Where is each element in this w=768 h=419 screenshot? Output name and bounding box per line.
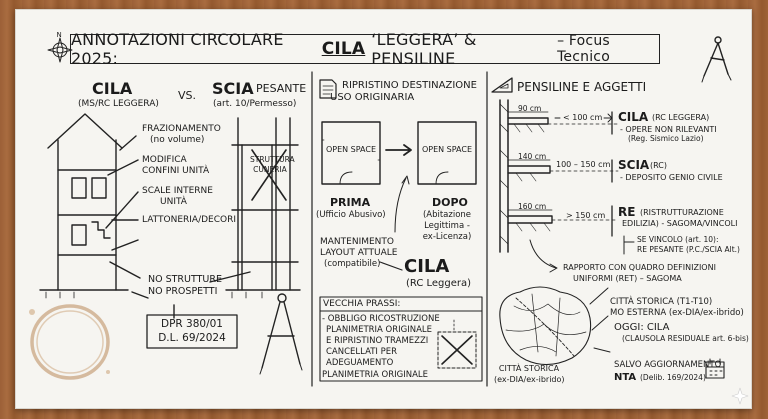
measure-90: 90 cm: [518, 104, 542, 113]
obbligo-line-2: PLANIMETRIA ORIGINALE: [326, 325, 433, 335]
label-lattoneria: LATTONERIA/DECORI: [142, 215, 237, 225]
scia-building-sketch: [225, 117, 301, 299]
compass-rose-icon: [47, 37, 73, 63]
calendar-icon: [705, 358, 725, 379]
right-cila-rc: (RC LEGGERA): [652, 113, 710, 122]
no-prospetti: NO PROSPETTI: [148, 286, 218, 297]
citta-line-1: CITTÀ STORICA (T1-T10): [610, 297, 713, 307]
scia-pesante: PESANTE: [256, 82, 307, 95]
vs-label: VS.: [178, 89, 197, 102]
title-middle: ‘LEGGERA’ & PENSILINE: [371, 30, 477, 68]
vecchia-prassi: VECCHIA PRASSI:: [323, 299, 401, 309]
obbligo-line-3: E RIPRISTINO TRAMEZZI: [326, 336, 429, 346]
clausola-residuale: (CLAUSOLA RESIDUALE art. 6-bis): [622, 334, 749, 343]
title-banner: ANNOTAZIONI CIRCOLARE 2025: CILA ‘LEGGER…: [70, 30, 660, 68]
measure-140: 140 cm: [518, 152, 547, 161]
obbligo-line-1: - OBBLIGO RICOSTRUZIONE: [322, 314, 440, 324]
right-re-line-1: (RISTRUTTURAZIONE: [640, 208, 724, 217]
range-1: < 100 cm: [563, 113, 603, 122]
no-strutture: NO STRUTTURE: [148, 274, 222, 285]
drafting-compass-tool-icon: [259, 293, 303, 375]
sparkle-icon: [731, 387, 749, 405]
title-cila: CILA: [321, 39, 366, 59]
middle-cila-sub: (RC Leggera): [406, 278, 472, 289]
open-space-dopo: OPEN SPACE: [421, 145, 473, 154]
right-cila-line-2: (Reg. Sismico Lazio): [628, 134, 704, 143]
label-confini: CONFINI UNITÀ: [142, 166, 210, 176]
city-map-sketch: [499, 286, 592, 366]
citta-storica-sub: (ex-DIA/ex-ibrido): [494, 375, 565, 384]
vincolo-line-2: RE PESANTE (P.C./SCIA Alt.): [637, 245, 740, 254]
label-unita: UNITÀ: [160, 197, 187, 207]
dpr-label: DPR 380/01: [161, 318, 223, 330]
document-icon: [319, 79, 337, 99]
right-scia-rc: (RC): [650, 161, 667, 170]
right-re-line-2: EDILIZIA) - SAGOMA/VINCOLI: [622, 219, 738, 228]
dopo-line-2: Legittima -: [424, 221, 470, 231]
obbligo-line-5: ADEGUAMENTO: [326, 358, 394, 368]
right-cila: CILA: [618, 110, 649, 124]
range-2: 100 – 150 cm: [556, 160, 611, 169]
vincolo-line-1: SE VINCOLO (art. 10):: [637, 235, 719, 244]
planimetria-originale: PLANIMETRIA ORIGINALE: [322, 370, 429, 380]
right-scia: SCIA: [618, 158, 650, 172]
citta-line-2: MO ESTERNA (ex-DIA/ex-ibrido): [610, 308, 744, 318]
label-no-volume: (no volume): [150, 135, 205, 145]
label-struttura: STRUTTURA: [250, 155, 295, 164]
salvo-delib: (Delib. 169/2024): [640, 373, 706, 382]
label-frazionamento: FRAZIONAMENTO: [142, 124, 221, 134]
cila-subheading: (MS/RC LEGGERA): [78, 99, 159, 109]
pensiline-title: PENSILINE E AGGETTI: [517, 80, 647, 94]
measure-160: 160 cm: [518, 202, 547, 211]
mant-line-3: (compatibile): [324, 259, 381, 269]
cila-building-sketch: [39, 113, 129, 299]
cila-heading: CILA: [92, 79, 133, 98]
open-space-prima: OPEN SPACE: [325, 145, 377, 154]
rapporto-line-1: RAPPORTO CON QUADRO DEFINIZIONI: [563, 263, 716, 272]
right-re: RE: [618, 205, 636, 219]
drafting-compass-icon: [701, 36, 732, 83]
dopo-line-1: (Abitazione: [422, 210, 472, 220]
scia-heading: SCIA: [212, 79, 254, 98]
prima-label: PRIMA: [330, 196, 371, 209]
rapporto-line-2: UNIFORMI (RET) – SAGOMA: [573, 274, 682, 283]
mant-line-2: LAYOUT ATTUALE: [320, 248, 398, 258]
oggi-cila: OGGI: CILA: [614, 322, 670, 333]
label-scale: SCALE INTERNE: [142, 186, 213, 196]
napkin-sheet: [15, 9, 752, 409]
prima-sub: (Ufficio Abusivo): [316, 210, 386, 220]
salvo-nta: NTA: [614, 372, 637, 383]
ripristino-line-1: RIPRISTINO DESTINAZIONE: [342, 80, 477, 91]
obbligo-line-4: CANCELLATI PER: [326, 347, 398, 357]
citta-storica-label: CITTÀ STORICA: [498, 364, 560, 373]
set-square-icon: [491, 77, 513, 93]
dopo-line-3: ex-Licenza): [422, 232, 472, 242]
label-cuneria: CUNERIA: [253, 165, 287, 174]
right-scia-line-1: - DEPOSITO GENIO CIVILE: [620, 173, 723, 182]
scia-subheading: (art. 10/Permesso): [213, 99, 297, 109]
middle-cila: CILA: [404, 256, 450, 277]
title-suffix: – Focus Tecnico: [557, 33, 610, 65]
svg-text:N: N: [57, 31, 62, 39]
title-prefix: ANNOTAZIONI CIRCOLARE 2025:: [71, 30, 284, 68]
right-cila-line-1: - OPERE NON RILEVANTI: [620, 125, 717, 134]
range-3: > 150 cm: [566, 211, 606, 220]
salvo-line-1: SALVO AGGIORNAMENTO: [614, 360, 722, 370]
ripristino-line-2: USO ORIGINARIA: [330, 92, 415, 103]
mant-line-1: MANTENIMENTO: [320, 237, 394, 247]
dopo-label: DOPO: [432, 196, 468, 209]
dl-label: D.L. 69/2024: [158, 332, 226, 344]
coffee-stain-icon: [29, 304, 110, 380]
label-modifica: MODIFICA: [142, 155, 187, 165]
